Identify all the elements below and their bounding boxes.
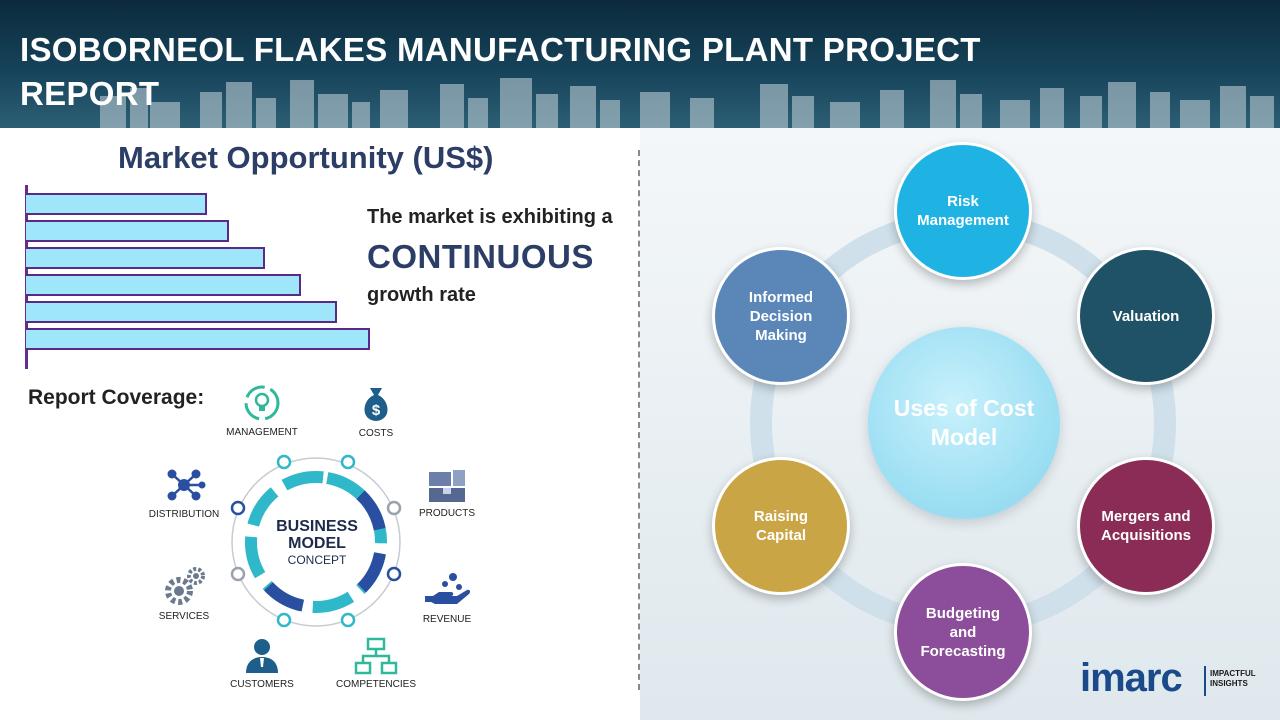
business-model-line3: CONCEPT [287, 553, 347, 567]
logo-divider [1204, 666, 1206, 696]
logo-brand: imarc [1080, 656, 1183, 700]
node-informed-decision-making: Informed Decision Making [712, 247, 850, 385]
node-mergers-acquisitions: Mergers and Acquisitions [1077, 457, 1215, 595]
header-banner: ISOBORNEOL FLAKES MANUFACTURING PLANT PR… [0, 0, 1280, 128]
gears-icon [165, 567, 205, 605]
network-nodes-icon [167, 469, 206, 501]
chart-bar [26, 328, 370, 350]
market-opportunity-title: Market Opportunity (US$) [118, 140, 494, 175]
coverage-revenue: REVENUE [392, 570, 502, 625]
product-boxes-icon [429, 470, 465, 502]
node-valuation: Valuation [1077, 247, 1215, 385]
node-budgeting-forecasting: Budgeting and Forecasting [894, 563, 1032, 701]
coverage-label: SERVICES [158, 611, 210, 622]
page-title: ISOBORNEOL FLAKES MANUFACTURING PLANT PR… [20, 31, 981, 112]
node-risk-management: Risk Management [894, 142, 1032, 280]
chart-bar [26, 274, 301, 296]
imarc-logo: imarc IMPACTFUL INSIGHTS [1080, 656, 1270, 700]
logo-tagline-1: IMPACTFUL [1210, 669, 1256, 678]
customer-person-icon [246, 639, 278, 673]
coverage-label: REVENUE [422, 614, 472, 625]
money-bag-icon: $ [364, 388, 388, 421]
growth-text-line1: The market is exhibiting a [367, 206, 613, 228]
coverage-costs: $ COSTS [321, 384, 431, 439]
logo-tagline: IMPACTFUL INSIGHTS [1210, 669, 1256, 689]
coverage-label: PRODUCTS [418, 508, 476, 519]
coverage-distribution: DISTRIBUTION [129, 465, 239, 520]
panel-divider [638, 150, 640, 690]
coverage-customers: CUSTOMERS [207, 637, 317, 690]
hand-coins-icon [425, 573, 471, 604]
city-skyline-graphic [100, 78, 1274, 128]
coverage-competencies: COMPETENCIES [321, 637, 431, 690]
business-model-line1: BUSINESS [276, 518, 358, 535]
chart-bar [26, 247, 265, 269]
coverage-label: COSTS [358, 428, 394, 439]
coverage-management: MANAGEMENT [207, 383, 317, 438]
business-model-line2: MODEL [288, 535, 346, 552]
uses-center-circle: Uses of Cost Model [868, 327, 1060, 519]
coverage-label: COMPETENCIES [335, 679, 416, 690]
coverage-label: MANAGEMENT [226, 427, 298, 438]
coverage-label: CUSTOMERS [230, 679, 294, 690]
report-coverage-title: Report Coverage: [28, 386, 205, 409]
growth-text-line2: growth rate [367, 284, 476, 306]
growth-emphasis: CONTINUOUS [367, 238, 594, 275]
chart-bar [26, 193, 207, 215]
node-raising-capital: Raising Capital [712, 457, 850, 595]
coverage-services: SERVICES [129, 565, 239, 622]
logo-tagline-2: INSIGHTS [1210, 679, 1248, 688]
hierarchy-chart-icon [354, 637, 398, 675]
market-bar-chart [22, 185, 402, 369]
chart-bar [26, 301, 337, 323]
chart-bar [26, 220, 229, 242]
business-model-wheel [230, 454, 402, 628]
coverage-products: PRODUCTS [392, 468, 502, 519]
lightbulb-cycle-icon [244, 385, 280, 421]
coverage-label: DISTRIBUTION [148, 509, 220, 520]
svg-text:$: $ [372, 402, 381, 419]
business-model-label: BUSINESS MODEL CONCEPT [252, 518, 382, 569]
